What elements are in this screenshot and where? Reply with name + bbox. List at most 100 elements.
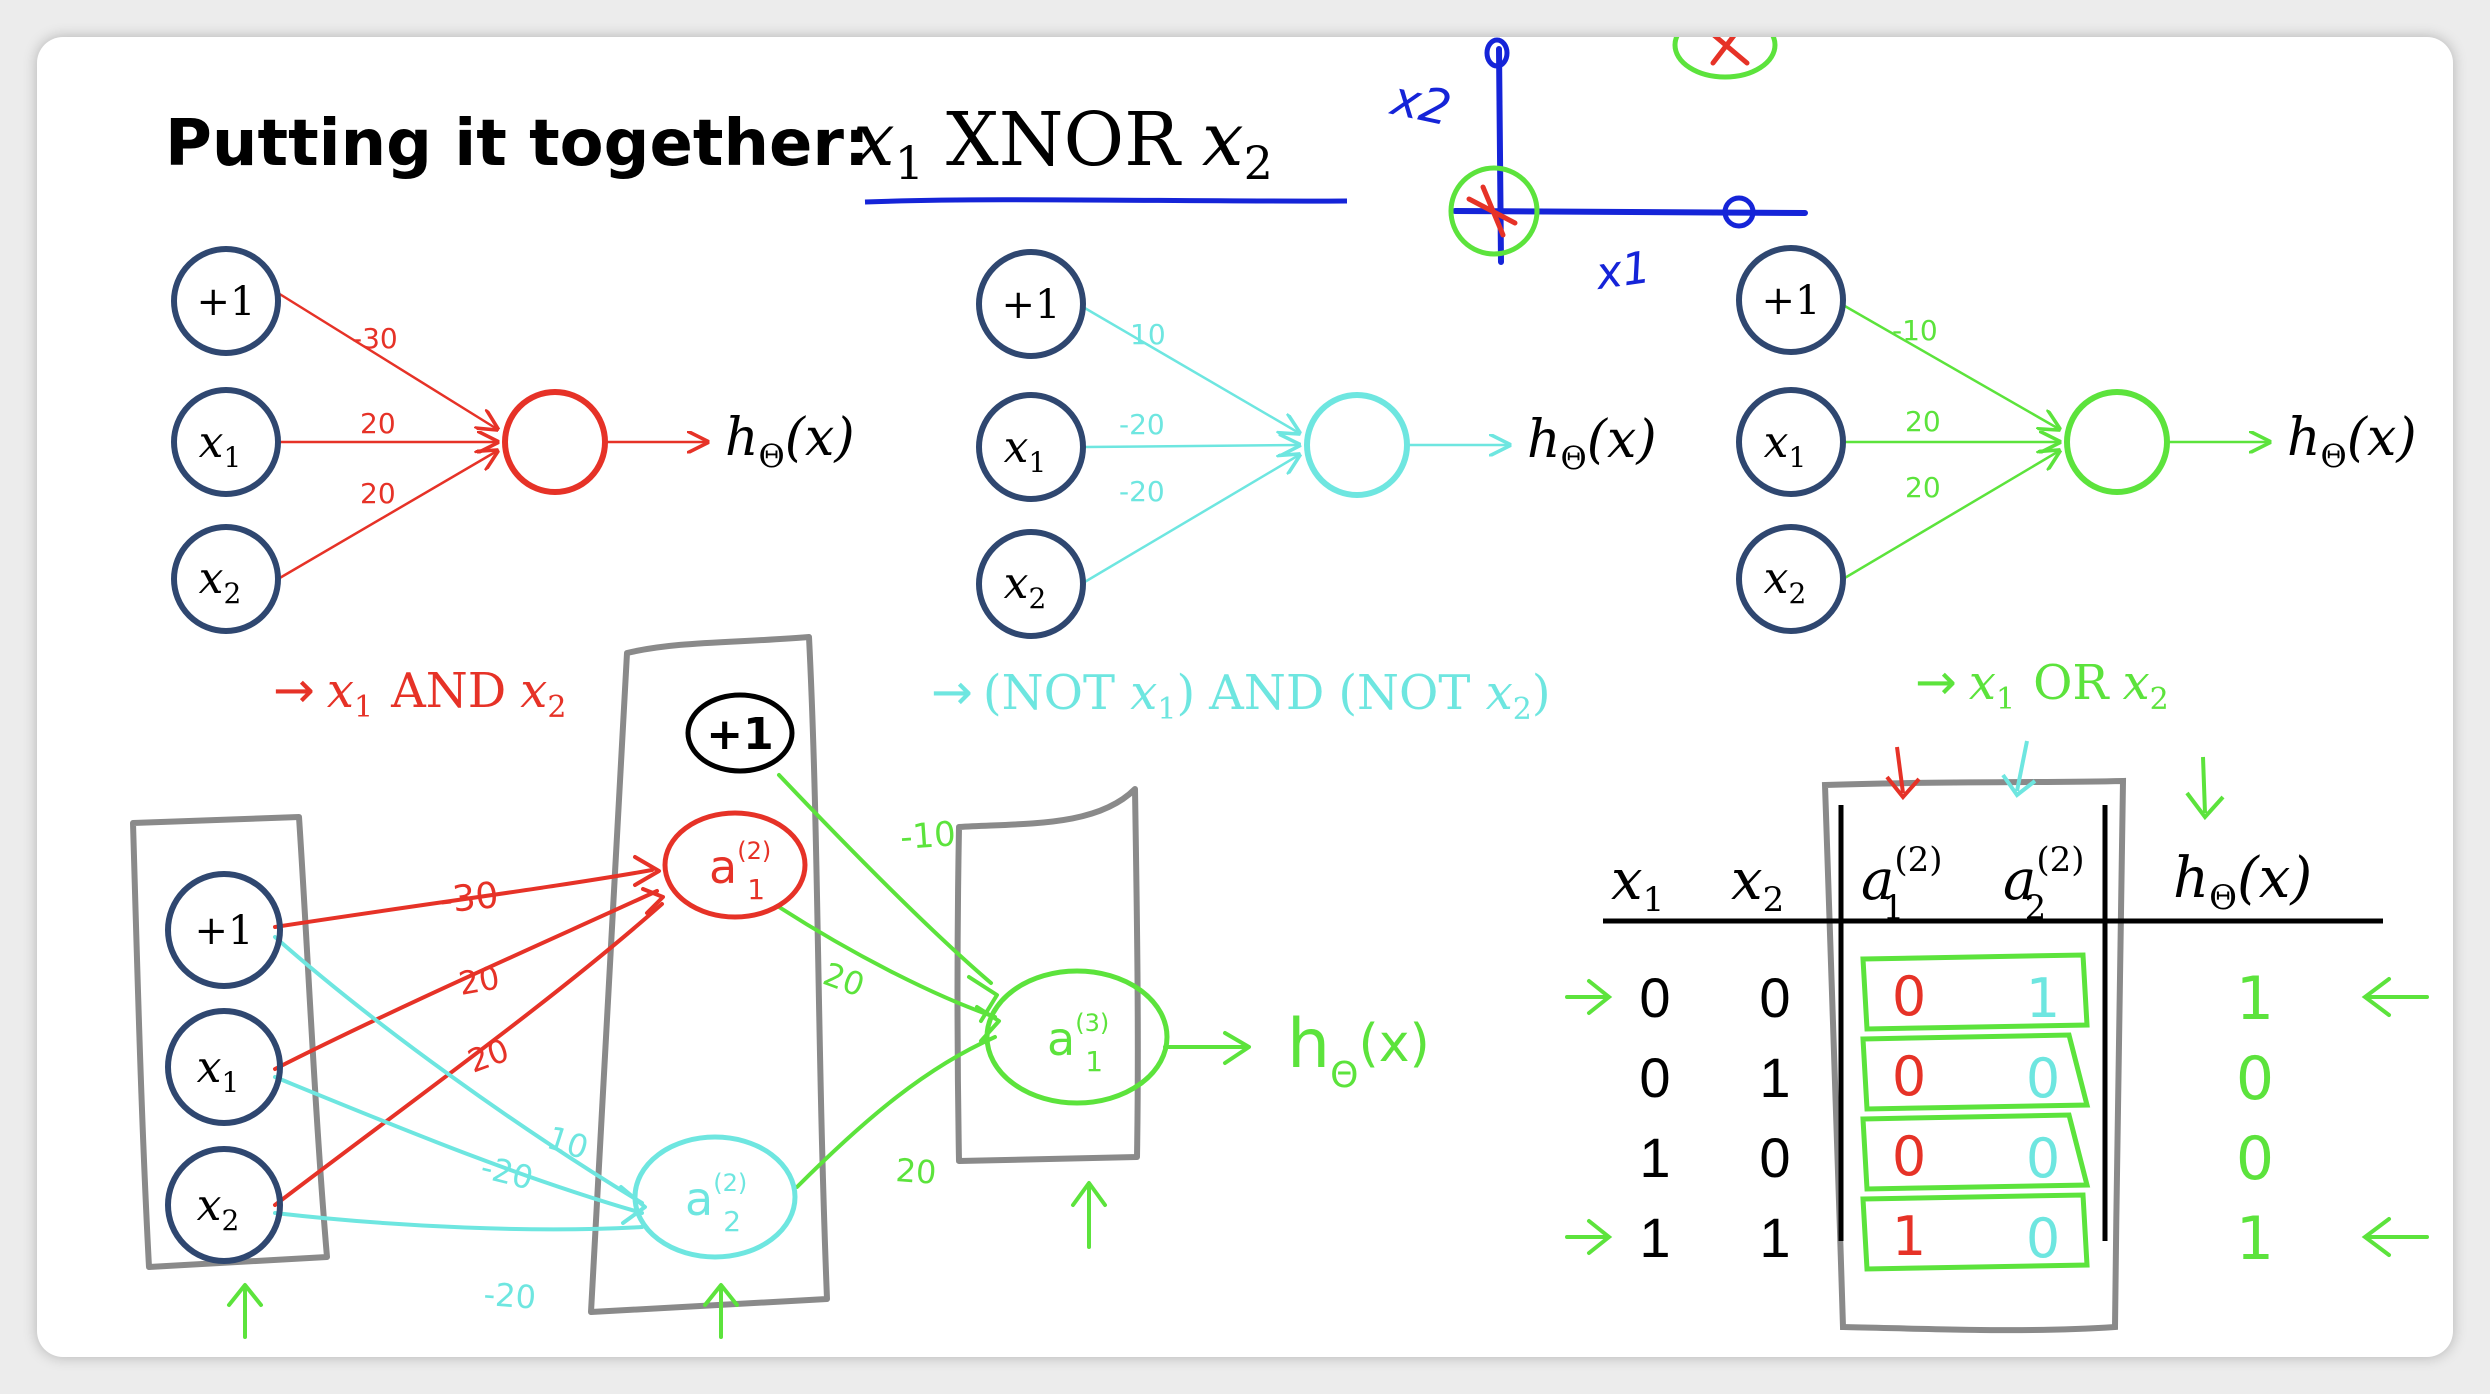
table-cell-x2: 1 <box>1759 1046 1790 1109</box>
weight-or-x1: 20 <box>1905 405 1941 438</box>
node-label-nor-x2: x2 <box>1004 558 1047 615</box>
hw-edge-x2-a1 <box>273 902 664 1207</box>
title-label: Putting it together: <box>165 107 870 181</box>
output-label-nor: hΘ(x) <box>1527 410 1657 477</box>
hw-edge-bias-a1 <box>273 868 654 929</box>
node-label-or-x1: x1 <box>1764 417 1807 474</box>
layer-box-output <box>954 786 1141 1164</box>
hw-arrowheads-a1 <box>633 855 665 915</box>
hw-label-a1: a(2)1 <box>709 837 771 906</box>
node-or-bias <box>1736 245 1846 355</box>
table-row-box <box>1860 952 2090 1032</box>
table-header-h: hΘ(x) <box>2173 846 2312 918</box>
table-cell-a2: 0 <box>2026 1047 2060 1110</box>
table-cell-x1: 0 <box>1639 1046 1670 1109</box>
node-nor-output <box>1304 392 1410 498</box>
table-green-down-arrow <box>2185 756 2225 821</box>
sketch-cross-top <box>1710 37 1750 66</box>
hw-label-x2: x2 <box>197 1180 240 1237</box>
table-header-a2: a(2)2 <box>2003 840 2085 928</box>
output-label-or: hΘ(x) <box>2287 408 2417 475</box>
hw-up-arrow-input <box>227 1283 263 1339</box>
table-cell-h: 0 <box>2236 1124 2274 1194</box>
table-cell-a1: 1 <box>1892 1205 1926 1268</box>
sketch-x-axis <box>1452 208 1808 216</box>
sketch-axis-label-x2: x2 <box>1385 70 1456 137</box>
xnor-sketch: x2 x1 <box>1385 37 1808 300</box>
table-header-x1: x1 <box>1611 848 1664 920</box>
hw-label-hidden-bias: +1 <box>706 709 773 760</box>
weight-nor-bias: 10 <box>1130 318 1166 351</box>
table-cell-a2: 1 <box>2026 967 2060 1030</box>
hw-arrowhead-a2 <box>619 1185 647 1225</box>
edge-or-x2 <box>1842 451 2059 581</box>
hw-output-label: hΘ(x) <box>1287 1005 1430 1096</box>
hw-up-arrow-hidden <box>703 1283 739 1339</box>
edge-nor-bias <box>1082 305 1299 433</box>
handwritten-labels: +1 x1 x2 +1 a(2)1 a(2)2 a(3)1 -30 20 20 … <box>195 709 1430 1317</box>
sketch-green-circle-origin <box>1448 165 1540 257</box>
weight-nor-x2: -20 <box>1119 475 1165 508</box>
table-cell-x1: 1 <box>1639 1206 1670 1269</box>
table-cell-a1: 0 <box>1892 1045 1926 1108</box>
layer-box-input <box>130 814 330 1270</box>
node-label-nor-bias: +1 <box>1002 282 1061 328</box>
table-row-marker-left <box>1565 1219 1613 1255</box>
hw-edge-a2-a3 <box>795 1035 997 1189</box>
table-row-box <box>1860 1192 2090 1272</box>
hw-weight-a3-bias: -10 <box>899 814 957 858</box>
hw-node-a2 <box>632 1134 798 1260</box>
hw-weight-a1-x2: 20 <box>463 1031 514 1081</box>
edge-or-bias <box>1842 303 2059 429</box>
weight-and-x1: 20 <box>360 407 396 440</box>
hw-edge-bias-a3 <box>777 773 993 985</box>
weight-nor-x1: -20 <box>1119 408 1165 441</box>
weight-or-x2: 20 <box>1905 471 1941 504</box>
table-cell-x1: 0 <box>1639 966 1670 1029</box>
hw-weight-a2-bias: 10 <box>543 1118 593 1167</box>
node-label-and-x1: x1 <box>199 417 242 474</box>
table-cell-x2: 0 <box>1759 1126 1790 1189</box>
hw-up-arrow-output <box>1071 1181 1107 1249</box>
table-hidden-box <box>1821 777 2127 1334</box>
output-label-and: hΘ(x) <box>725 408 855 475</box>
hw-label-bias: +1 <box>195 908 254 954</box>
hw-edge-x1-a2 <box>273 1075 644 1215</box>
hw-node-x2 <box>165 1146 283 1264</box>
table-header-x2: x2 <box>1731 848 1784 920</box>
table-cell-a1: 0 <box>1892 965 1926 1028</box>
edge-nor-x1 <box>1084 445 1299 447</box>
table-cell-h: 1 <box>2236 964 2274 1034</box>
node-label-or-x2: x2 <box>1764 553 1807 610</box>
sketch-green-circle-top <box>1672 37 1778 80</box>
hw-node-x1 <box>165 1008 283 1126</box>
node-label-and-x2: x2 <box>199 553 242 610</box>
weight-and-bias: -30 <box>352 322 398 355</box>
hw-label-a2: a(2)2 <box>685 1169 747 1238</box>
node-label-and-bias: +1 <box>197 279 256 325</box>
hw-node-a3 <box>984 968 1170 1106</box>
hw-weight-a1-x1: 20 <box>456 958 503 1002</box>
table-cell-a2: 0 <box>2026 1127 2060 1190</box>
sketch-cross-origin <box>1466 184 1518 238</box>
sketch-axis-label-x1: x1 <box>1591 242 1654 300</box>
node-and-bias <box>171 246 281 356</box>
hw-edge-a3-out <box>1163 1031 1251 1065</box>
table-row-marker-right <box>2361 1217 2429 1257</box>
node-and-x2 <box>171 524 281 634</box>
sketch-o-top <box>1484 37 1510 69</box>
table-row-marker-left <box>1565 979 1613 1015</box>
hw-edge-x1-a1 <box>273 889 659 1071</box>
caption-nor: →(NOT x1)AND(NOT x2) <box>931 663 1551 727</box>
node-or-x2 <box>1736 524 1846 634</box>
table-header-a1: a(2)1 <box>1861 840 1943 928</box>
node-nor-bias <box>976 249 1086 359</box>
node-nor-x1 <box>976 392 1086 502</box>
